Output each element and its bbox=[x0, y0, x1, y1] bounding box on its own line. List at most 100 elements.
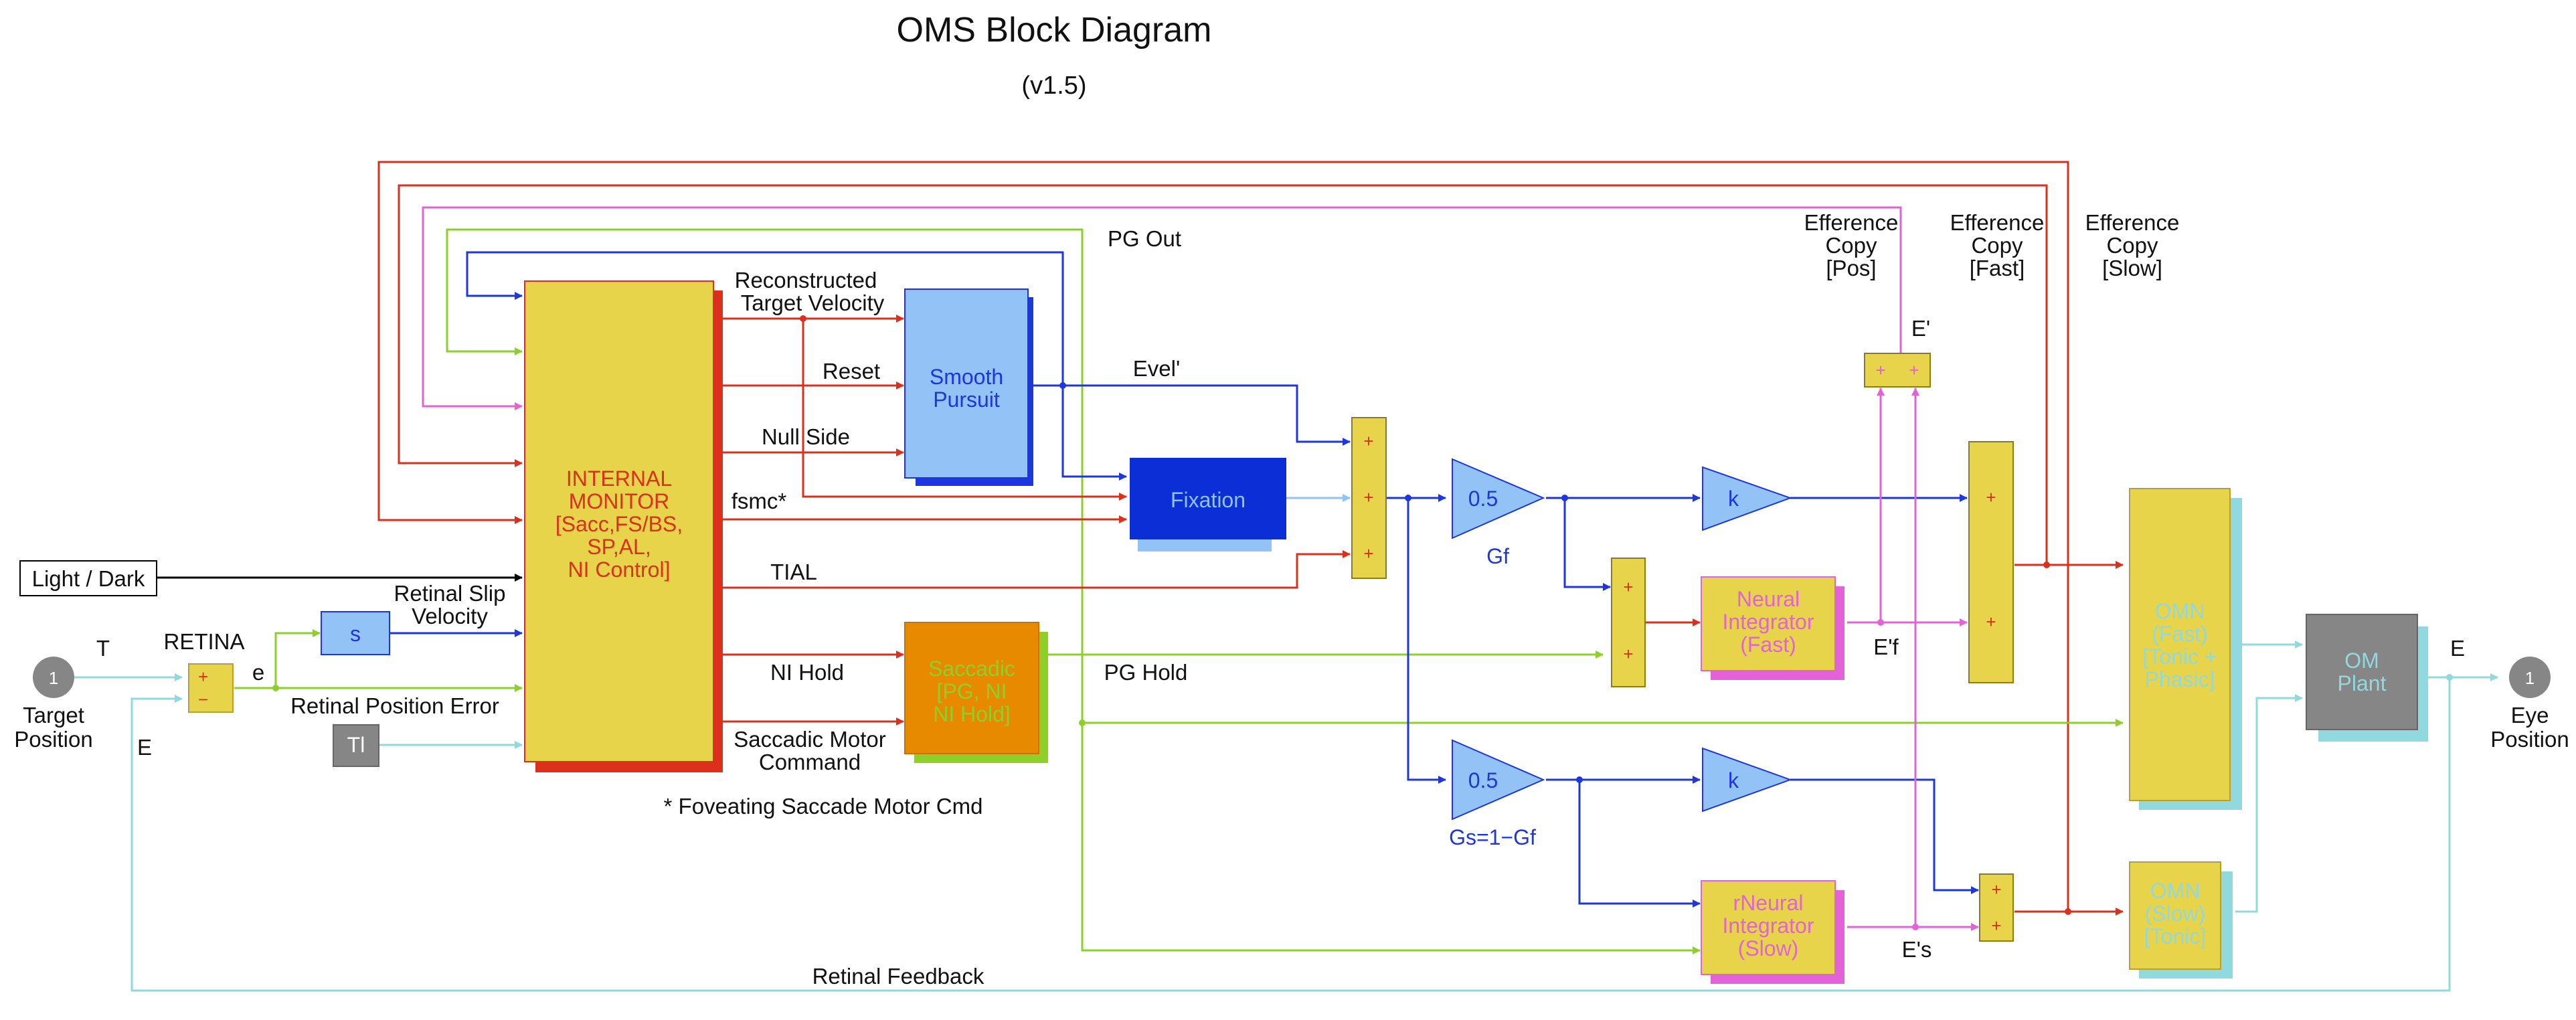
fixation-block[interactable]: Fixation bbox=[1130, 458, 1286, 551]
signal-retinal-slip-2: Velocity bbox=[412, 604, 488, 628]
wire-pg-out-to-rni bbox=[1081, 723, 1701, 954]
tl-block[interactable]: Tl bbox=[333, 724, 379, 767]
om-plant-line-1: OM bbox=[2344, 649, 2379, 673]
internal-monitor-line-2: MONITOR bbox=[569, 489, 670, 513]
signal-efference-fast-1: Efference bbox=[1950, 210, 2045, 235]
eye-port[interactable]: 1 Eye Position bbox=[2490, 657, 2569, 752]
eye-port-number: 1 bbox=[2525, 668, 2535, 688]
internal-monitor-block[interactable]: INTERNAL MONITOR [Sacc,FS/BS, SP,AL, NI … bbox=[524, 280, 723, 772]
signal-e: e bbox=[252, 660, 264, 685]
k-fast-block[interactable]: k bbox=[1702, 466, 1792, 531]
wire-pg-out bbox=[446, 228, 1084, 723]
gain-slow-label: Gs=1−Gf bbox=[1449, 825, 1536, 849]
omn-slow-line-2: (Slow) bbox=[2145, 902, 2206, 926]
saccadic-line-1: Saccadic bbox=[928, 657, 1015, 681]
gain-slow-value: 0.5 bbox=[1468, 768, 1498, 792]
omn-fast-block[interactable]: OMN (Fast) [Tonic + Phasic] bbox=[2129, 488, 2242, 810]
smooth-pursuit-line-1: Smooth bbox=[930, 365, 1003, 389]
retina-block[interactable]: + − bbox=[188, 663, 234, 713]
slow-sum-plus-1: + bbox=[1991, 879, 2001, 900]
signal-saccadic-motor-2: Command bbox=[759, 750, 861, 774]
ni-slow-line-2: Integrator bbox=[1723, 914, 1814, 938]
derivative-label: s bbox=[350, 622, 361, 646]
om-plant-line-2: Plant bbox=[2338, 671, 2387, 695]
fast-sum-plus-2: + bbox=[1986, 612, 1996, 632]
footnote: * Foveating Saccade Motor Cmd bbox=[664, 794, 983, 819]
internal-monitor-line-1: INTERNAL bbox=[566, 466, 672, 491]
target-port-label-1: Target bbox=[23, 703, 84, 728]
omn-slow-line-3: [Tonic] bbox=[2144, 924, 2206, 948]
smooth-pursuit-line-2: Pursuit bbox=[933, 388, 1000, 412]
ni-fast-line-2: Integrator bbox=[1723, 610, 1814, 634]
light-dark-block[interactable]: Light / Dark bbox=[19, 560, 157, 596]
junction-slow bbox=[2065, 908, 2071, 915]
fast-sum-block[interactable]: + + bbox=[1968, 441, 2014, 683]
diagram-title: OMS Block Diagram bbox=[897, 11, 1212, 50]
signal-e-prime: E' bbox=[1911, 316, 1930, 341]
e-prime-sum-block[interactable]: + + bbox=[1864, 353, 1931, 388]
derivative-block[interactable]: s bbox=[321, 611, 390, 655]
slow-sum-plus-2: + bbox=[1991, 916, 2001, 936]
signal-efference-pos-3: [Pos] bbox=[1826, 256, 1876, 280]
om-plant-block[interactable]: OM Plant bbox=[2306, 614, 2428, 742]
target-port-number: 1 bbox=[49, 668, 58, 688]
target-port[interactable]: 1 Target Position bbox=[14, 657, 93, 752]
ni-sum-plus-1: + bbox=[1623, 577, 1633, 597]
retina-minus: − bbox=[198, 689, 208, 709]
signal-e-prime-s: E's bbox=[1902, 937, 1932, 962]
tl-label: Tl bbox=[347, 733, 365, 757]
signal-efference-slow-1: Efference bbox=[2085, 210, 2180, 235]
signal-reset: Reset bbox=[823, 359, 880, 384]
omn-slow-block[interactable]: OMN (Slow) [Tonic] bbox=[2129, 861, 2233, 979]
signal-labels: T e E E Retinal Slip Velocity Retinal Po… bbox=[96, 210, 2465, 989]
omn-fast-line-4: Phasic] bbox=[2145, 667, 2215, 691]
wire-ks-to-sum bbox=[1790, 778, 1979, 894]
signal-retinal-position-error: Retinal Position Error bbox=[290, 693, 499, 718]
signal-retinal-slip-1: Retinal Slip bbox=[394, 581, 506, 606]
neural-integrator-slow-block[interactable]: rNeural Integrator (Slow) bbox=[1701, 880, 1844, 984]
e-prime-sum-plus-2: + bbox=[1909, 360, 1919, 380]
main-sum-block[interactable]: + + + bbox=[1351, 417, 1387, 579]
internal-monitor-line-4: SP,AL, bbox=[587, 535, 651, 559]
signal-efference-slow-3: [Slow] bbox=[2102, 256, 2162, 280]
k-fast-label: k bbox=[1728, 487, 1739, 511]
wire-sp-feedback bbox=[466, 251, 1064, 386]
wire-e-to-s bbox=[274, 629, 321, 688]
eye-port-label-1: Eye bbox=[2511, 703, 2549, 728]
fixation-label: Fixation bbox=[1171, 488, 1246, 512]
wire-sp-to-fixation bbox=[1061, 386, 1127, 481]
signal-E-left: E bbox=[137, 735, 152, 760]
smooth-pursuit-block[interactable]: Smooth Pursuit bbox=[904, 288, 1033, 486]
junction-gs bbox=[1576, 776, 1583, 783]
gain-fast-block[interactable]: 0.5 bbox=[1452, 458, 1545, 539]
ni-fast-line-3: (Fast) bbox=[1740, 632, 1796, 657]
wire-sum-to-gs bbox=[1407, 498, 1446, 784]
ni-sum-block[interactable]: + + bbox=[1611, 558, 1646, 687]
signal-ni-hold: NI Hold bbox=[770, 660, 844, 685]
neural-integrator-fast-block[interactable]: Neural Integrator (Fast) bbox=[1701, 576, 1844, 680]
wire-gs-to-rni bbox=[1578, 780, 1701, 908]
wire-efference-fast bbox=[398, 184, 2048, 565]
signal-tial: TIAL bbox=[770, 560, 817, 584]
main-sum-plus-3: + bbox=[1363, 543, 1373, 564]
k-slow-block[interactable]: k bbox=[1702, 747, 1792, 813]
main-sum-plus-1: + bbox=[1363, 431, 1373, 451]
saccadic-line-2: [PG, NI bbox=[937, 679, 1007, 703]
signal-pg-hold: PG Hold bbox=[1104, 660, 1188, 685]
wires bbox=[70, 161, 2498, 992]
wire-gf-to-sum-ni bbox=[1563, 498, 1611, 591]
e-prime-sum-plus-1: + bbox=[1875, 360, 1885, 380]
saccadic-block[interactable]: Saccadic [PG, NI NI Hold] bbox=[904, 622, 1048, 763]
junction-reconstructed bbox=[800, 315, 806, 322]
junction-sp bbox=[1059, 382, 1066, 389]
signal-pg-out: PG Out bbox=[1108, 226, 1181, 251]
ni-fast-line-1: Neural bbox=[1737, 587, 1800, 611]
junctions bbox=[272, 315, 2453, 930]
ni-slow-line-1: rNeural bbox=[1733, 891, 1804, 915]
gain-slow-block[interactable]: 0.5 bbox=[1452, 739, 1545, 821]
slow-sum-block[interactable]: + + bbox=[1979, 873, 2014, 942]
junction-gf bbox=[1561, 495, 1568, 501]
signal-efference-fast-3: [Fast] bbox=[1970, 256, 2025, 280]
internal-monitor-line-5: NI Control] bbox=[568, 558, 671, 582]
